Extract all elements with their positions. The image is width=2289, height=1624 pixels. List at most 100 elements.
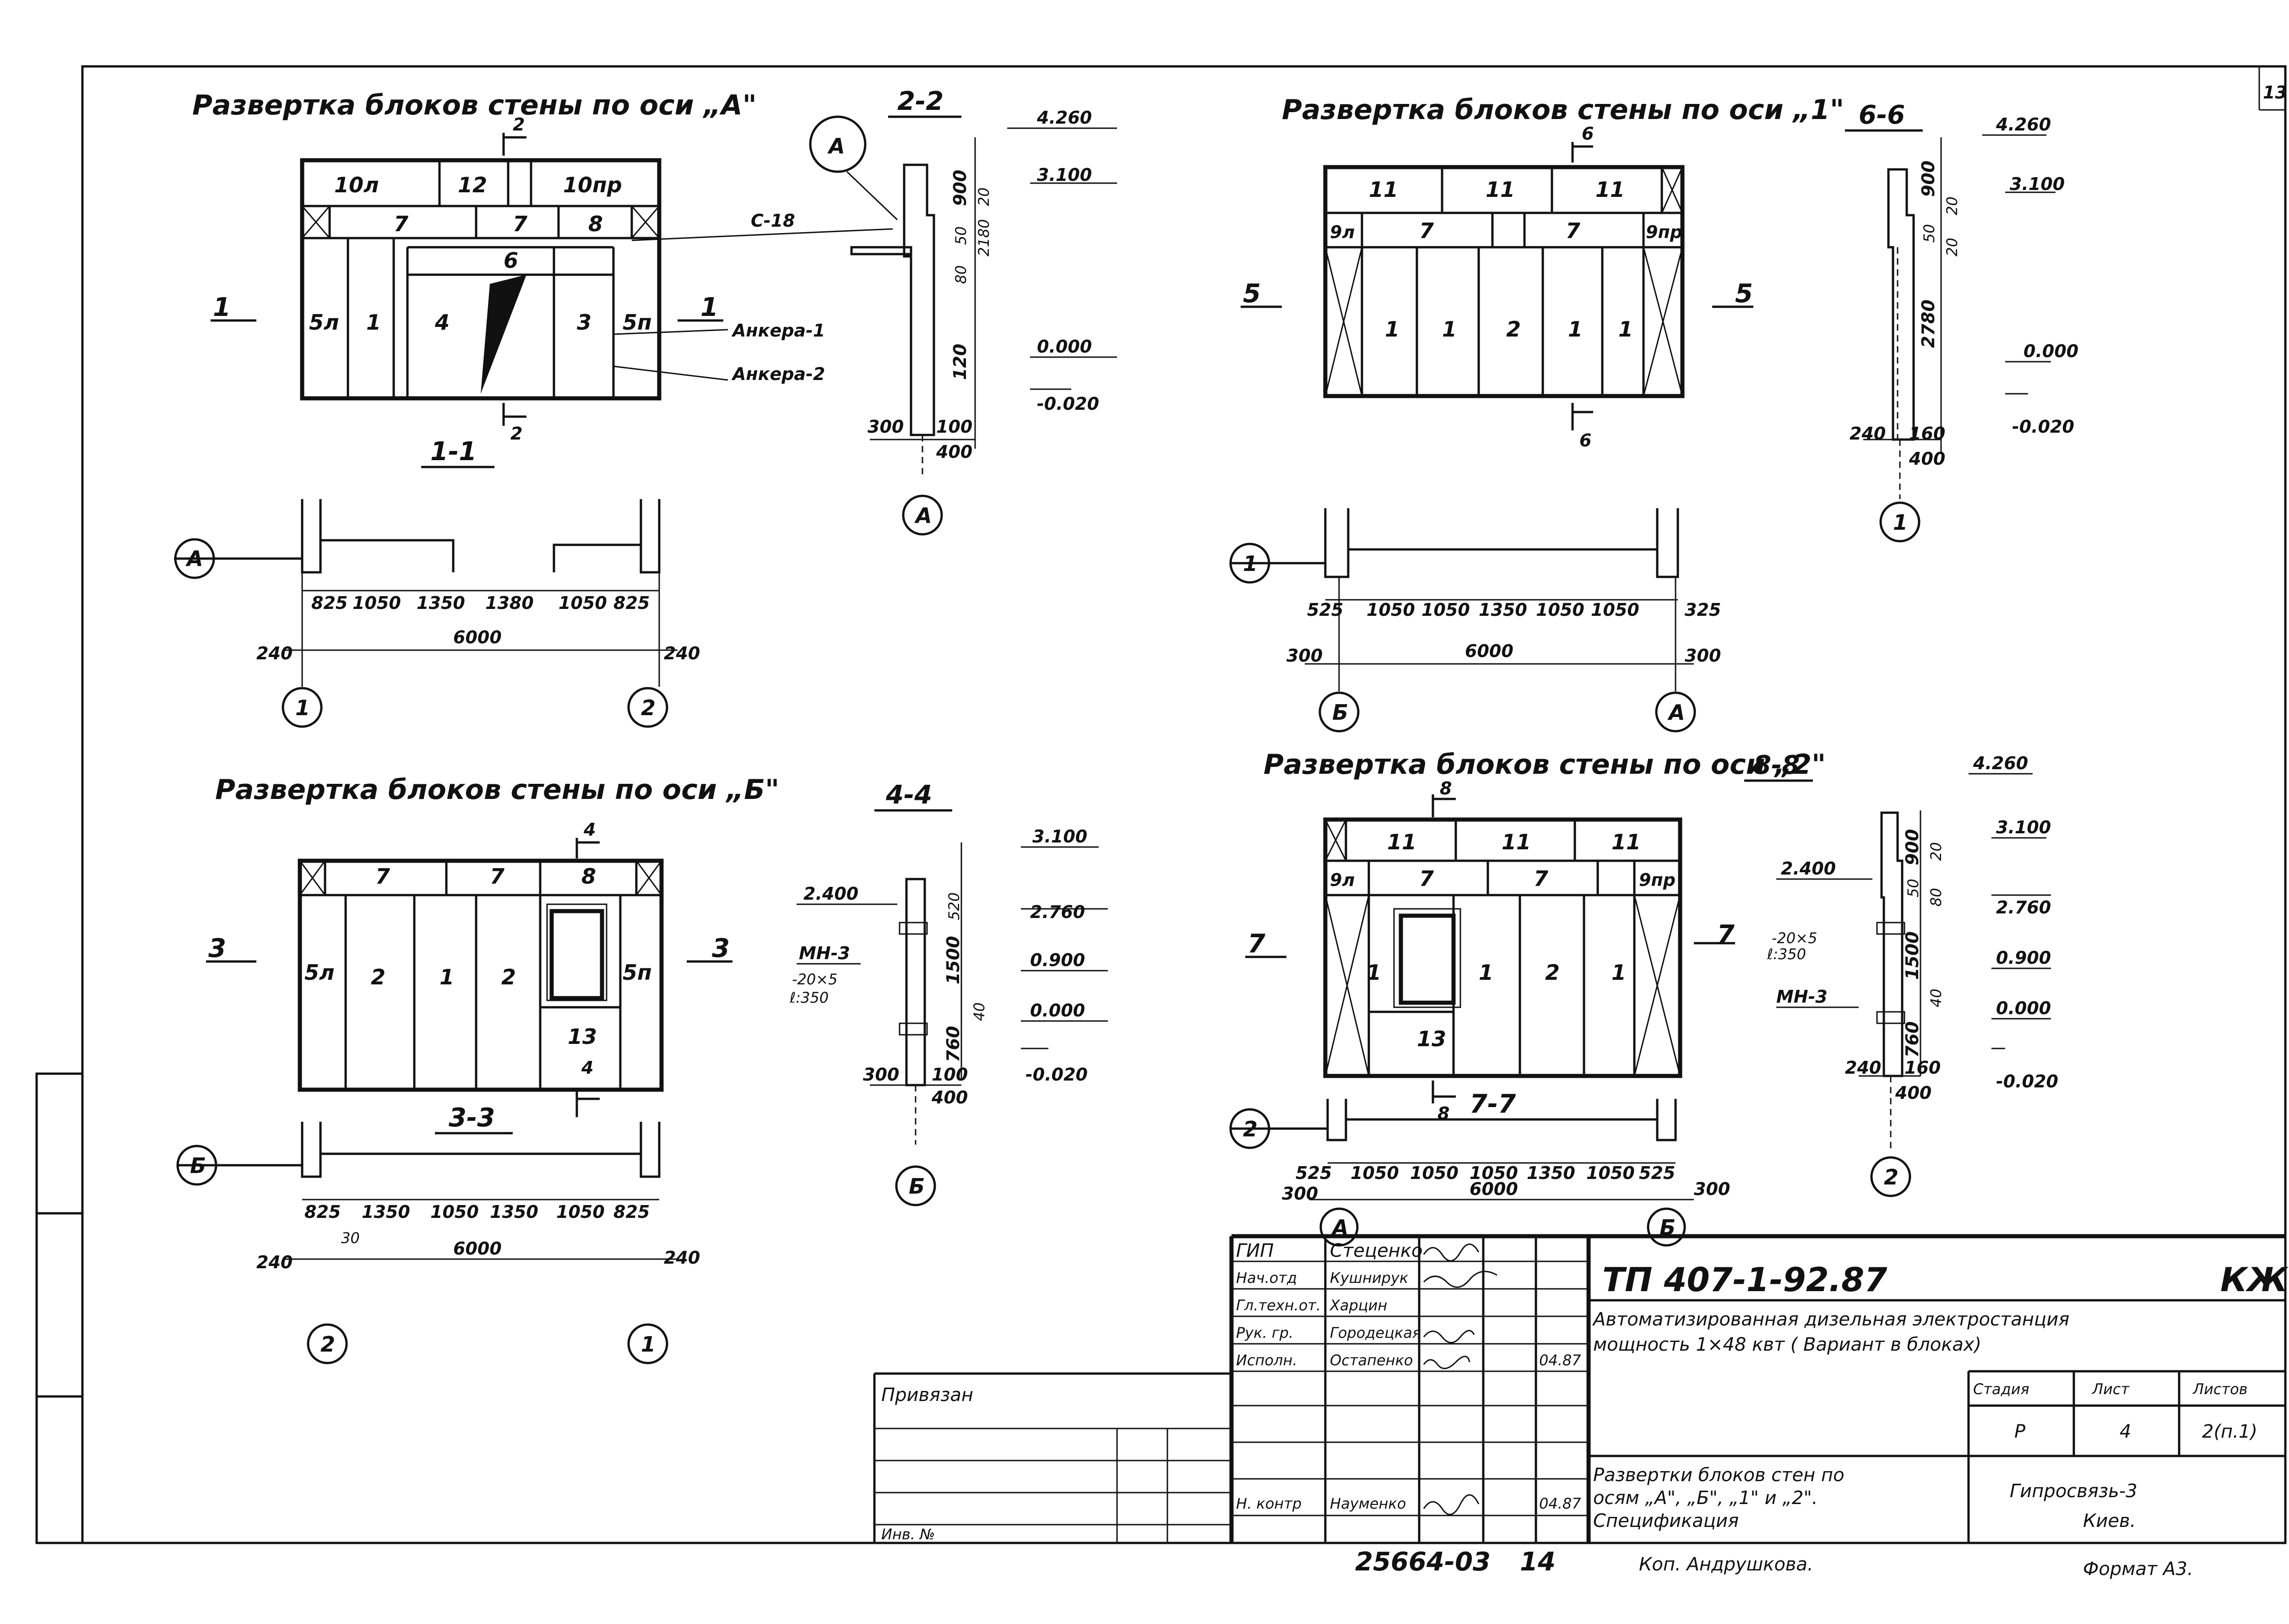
block-2-11c: 11: [1611, 830, 1641, 854]
bottom-page: 14: [1520, 1547, 1556, 1577]
stamp-sheet-desc1: Развертки блоков стен по: [1593, 1465, 1844, 1486]
plan-2-dim-2: 1050: [1410, 1163, 1459, 1183]
sheet-frame: [81, 65, 2287, 1544]
plan-a-axis-label: А: [185, 546, 203, 571]
block-2-9l: 9л: [1330, 870, 1355, 890]
stamp-sheet-no: 4: [2120, 1421, 2131, 1442]
view-a-title: Развертка блоков стены по оси „А": [192, 89, 757, 121]
plan-a-dim-5: 825: [613, 593, 650, 613]
stamp-name-2: Харцин: [1329, 1297, 1387, 1314]
cut-mark-1-top: 6: [1582, 124, 1594, 144]
plan-a-side-right: 240: [664, 643, 700, 663]
plan-b-axis-2: 2: [320, 1332, 335, 1357]
cut-mark-a-right: 1: [700, 293, 718, 322]
plan-2-dim-0: 525: [1296, 1163, 1332, 1183]
block-a-8: 8: [588, 212, 603, 236]
cut-mark-1-right: 5: [1735, 279, 1753, 309]
s88-elev-2: 2.760: [1996, 897, 2051, 918]
stamp-inv: Инв. №: [881, 1526, 935, 1543]
section-7-7-label: 7-7: [1470, 1089, 1516, 1119]
s66-hdim-0: 240: [1850, 424, 1886, 444]
s22-elev-2: 0.000: [1037, 337, 1092, 357]
stamp-role-4: Исполн.: [1236, 1352, 1297, 1369]
stamp-role-5: Н. контр: [1236, 1495, 1302, 1512]
s44-hdim-1: 100: [932, 1065, 968, 1085]
sheet-number: 13: [2263, 82, 2287, 103]
plan-1-total: 6000: [1465, 641, 1513, 661]
plan-b-dim-3: 1350: [490, 1202, 538, 1222]
stamp-h-sheet: Лист: [2092, 1380, 2130, 1398]
block-a-12: 12: [458, 173, 487, 197]
block-b-5l: 5л: [304, 960, 335, 985]
plan-2-dim-6: 525: [1639, 1163, 1675, 1183]
stamp-project: ТП 407-1-92.87: [1602, 1260, 1887, 1299]
s88-vdim-0: 900: [1902, 829, 1922, 865]
view-2-title: Развертка блоков стены по оси „2": [1264, 749, 1826, 781]
block-b-2b: 2: [501, 965, 516, 989]
plan-2-dim-4: 1350: [1527, 1163, 1575, 1183]
view-axis-1: Развертка блоков стены по оси „1" 11 11 …: [1229, 94, 2078, 733]
signature-1: [1423, 1271, 1497, 1288]
stamp-sheets: 2(п.1): [2202, 1421, 2257, 1442]
plan-a-axis-1: 1: [295, 695, 310, 720]
section-4-4-axis: Б: [909, 1174, 925, 1199]
stamp-desc1: Автоматизированная дизельная электростан…: [1592, 1309, 2069, 1330]
s44-elev-1: 2.760: [1030, 902, 1085, 922]
block-1-9pr: 9пр: [1646, 222, 1682, 242]
plan-a-side-left: 240: [256, 643, 293, 663]
s66-elev-3: -0.020: [2012, 417, 2074, 437]
stamp-h-stage: Стадия: [1973, 1380, 2029, 1398]
s88-elev-4: 0.000: [1996, 998, 2051, 1018]
block-2-1c: 1: [1611, 960, 1626, 985]
view-axis-2: Развертка блоков стены по оси „2" 8-8 11…: [1229, 749, 2058, 1247]
block-b-1: 1: [439, 965, 454, 989]
block-2-1a: 1: [1367, 960, 1381, 985]
axis-bubble: [1647, 1207, 1686, 1247]
block-1-11a: 11: [1369, 177, 1398, 202]
block-a-1: 1: [366, 310, 381, 335]
s44-vdim-1: 1500: [943, 936, 963, 984]
block-1-7a: 7: [1419, 218, 1434, 243]
s88-hdim-0: 240: [1845, 1058, 1881, 1078]
block-2-11b: 11: [1502, 830, 1531, 854]
section-6-6-label: 6-6: [1859, 100, 1905, 130]
stamp-org1: Гипросвязь-3: [2010, 1481, 2137, 1502]
s88-mn-label: МН-3: [1776, 987, 1828, 1007]
block-1-1d: 1: [1618, 317, 1633, 342]
section-8-8-label: 8-8: [1753, 750, 1800, 780]
plan-1-dim-5: 1050: [1591, 600, 1639, 620]
s44-mn-label: МН-3: [799, 943, 850, 963]
section-2-2-label: 2-2: [897, 87, 944, 116]
block-2-2: 2: [1545, 960, 1560, 985]
s44-vdim-2: 760: [943, 1026, 963, 1062]
plan-1-side-left: 300: [1286, 646, 1323, 666]
s44-hdim-0: 300: [863, 1065, 899, 1085]
stamp-role-2: Гл.техн.от.: [1236, 1297, 1321, 1314]
block-1-11b: 11: [1486, 177, 1515, 202]
s44-elev-2: 0.900: [1030, 950, 1085, 970]
axis-bubble: [176, 1145, 217, 1186]
cut-mark-b-left: 3: [208, 934, 226, 963]
copied-by: Коп. Андрушкова.: [1639, 1554, 1813, 1575]
block-b-8: 8: [581, 864, 596, 889]
axis-bubble: [282, 687, 323, 728]
plan-2-axis-label: 2: [1243, 1117, 1258, 1141]
cut-mark-b-bottom: 4: [581, 1058, 593, 1078]
section-3-3-label: 3-3: [449, 1103, 495, 1133]
s88-vdim-4: 1500: [1902, 931, 1922, 980]
signature-4: [1423, 1356, 1470, 1369]
detail-bubble-a: А: [827, 134, 845, 158]
plan-b-side-right: 240: [664, 1248, 700, 1268]
label-c18: С-18: [751, 211, 795, 231]
stamp-role-3: Рук. гр.: [1236, 1324, 1293, 1342]
s44-elev-2400: 2.400: [803, 884, 858, 904]
s66-vdim-0: 900: [1918, 161, 1938, 197]
block-1-7b: 7: [1566, 218, 1580, 243]
stamp-date-exec: 04.87: [1539, 1352, 1581, 1369]
plan-1-axis-b: Б: [1332, 700, 1348, 725]
axis-bubble: [174, 538, 215, 579]
s66-hdim-2: 400: [1909, 449, 1945, 469]
block-1-1c: 1: [1568, 317, 1583, 342]
plan-a-dim-2: 1350: [417, 593, 465, 613]
s88-vdim-6: 40: [1927, 989, 1945, 1007]
